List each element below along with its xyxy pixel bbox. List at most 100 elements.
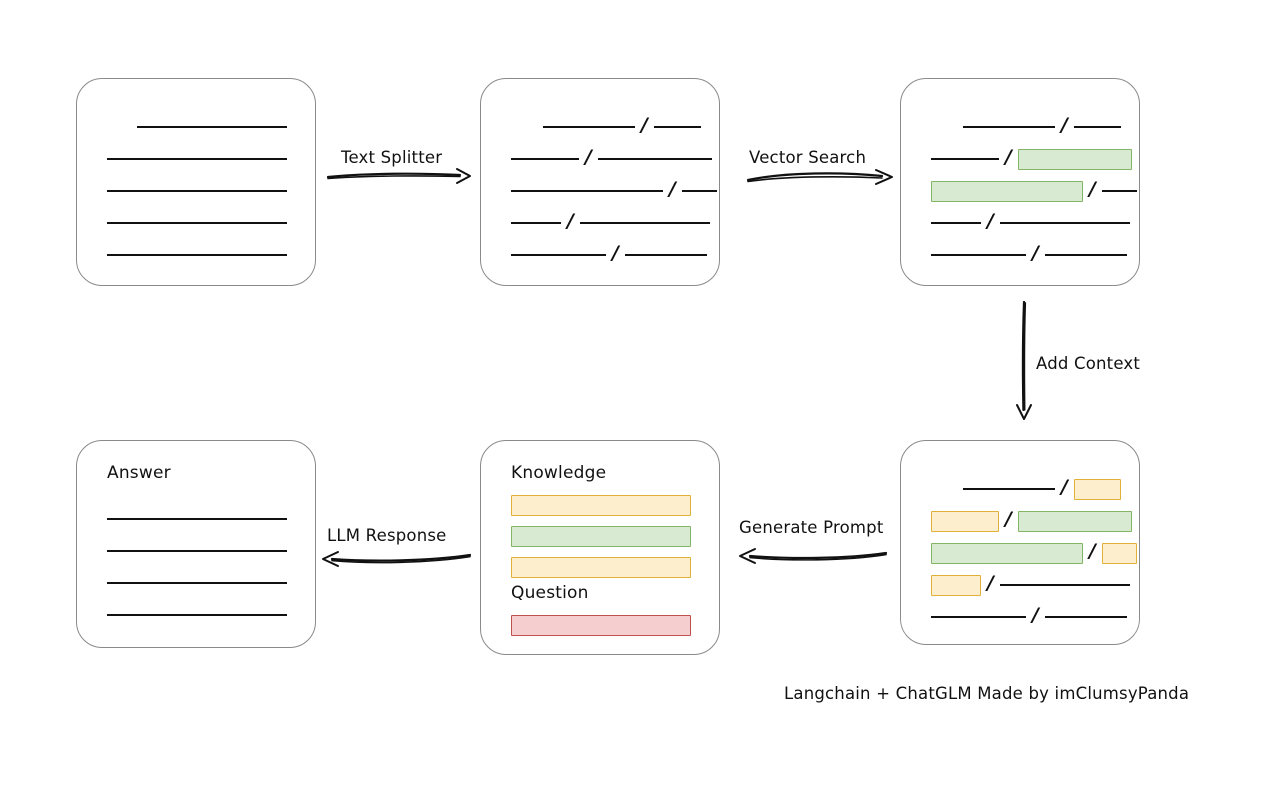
text-line <box>999 584 1130 586</box>
text-line <box>137 126 287 128</box>
chunk-separator-slash: / <box>612 241 619 264</box>
answer-label: Answer <box>107 463 171 483</box>
text-line <box>511 190 663 192</box>
chunk-separator-slash: / <box>1032 603 1039 626</box>
text-row: / <box>931 573 1130 596</box>
edge-generate-prompt-arrow <box>736 540 888 570</box>
chunk-separator-slash: / <box>1005 507 1012 530</box>
text-row <box>107 509 287 529</box>
text-row <box>107 181 287 201</box>
chunk-separator-slash: / <box>567 209 574 232</box>
text-line <box>931 158 999 160</box>
node-vector-matches[interactable]: / / / / / <box>900 78 1140 286</box>
edge-add-context-arrow <box>1008 300 1042 422</box>
node-split-chunks[interactable]: / / / / / <box>480 78 720 286</box>
context-chunks-rows: / / / / / <box>901 441 1139 644</box>
edge-text-splitter-arrow <box>326 160 474 190</box>
text-row <box>107 573 287 593</box>
text-row <box>137 117 287 137</box>
text-row <box>107 149 287 169</box>
prompt-bar-green <box>511 526 691 547</box>
highlighted-chunk-green <box>931 180 1083 202</box>
text-line <box>107 550 287 552</box>
prompt-bar-yellow <box>511 495 691 516</box>
text-line <box>653 126 701 128</box>
highlighted-chunk-yellow <box>931 574 981 596</box>
text-line <box>1073 126 1121 128</box>
edge-add-context-label: Add Context <box>1036 354 1141 373</box>
text-line <box>931 616 1026 618</box>
text-row: / <box>511 145 712 169</box>
edge-llm-response-label: LLM Response <box>327 526 447 545</box>
chunk-separator-slash: / <box>1089 177 1096 200</box>
edge-vector-search-arrow <box>746 160 894 190</box>
text-row: / <box>963 475 1121 500</box>
text-row: / <box>963 113 1121 137</box>
highlighted-chunk-green <box>1017 148 1132 170</box>
chunk-separator-slash: / <box>1005 145 1012 168</box>
text-row: / <box>511 177 717 201</box>
edge-vector-search-label: Vector Search <box>749 148 867 167</box>
text-line <box>107 190 287 192</box>
prompt-bar-yellow <box>511 557 691 578</box>
prompt-bar-red <box>511 615 691 636</box>
vector-matches-rows: / / / / / <box>901 79 1139 285</box>
chunk-separator-slash: / <box>585 145 592 168</box>
text-row: / <box>511 241 707 265</box>
arrow-right-icon <box>746 169 893 185</box>
text-line <box>1044 616 1127 618</box>
text-line <box>931 222 981 224</box>
text-row: / <box>931 177 1137 202</box>
text-line <box>511 158 579 160</box>
highlighted-chunk-green <box>1017 510 1132 532</box>
source-document-rows <box>77 79 315 285</box>
text-line <box>931 254 1026 256</box>
node-source-document[interactable] <box>76 78 316 286</box>
text-row <box>107 213 287 233</box>
text-line <box>1101 190 1137 192</box>
text-line <box>681 190 717 192</box>
text-line <box>999 222 1130 224</box>
text-row: / <box>931 211 1130 233</box>
text-row: / <box>931 145 1132 170</box>
text-row: / <box>931 539 1137 564</box>
text-line <box>107 254 287 256</box>
question-label: Question <box>511 583 589 603</box>
text-row <box>107 245 287 265</box>
text-line <box>597 158 712 160</box>
text-row: / <box>543 113 701 137</box>
edge-text-splitter-label: Text Splitter <box>341 148 443 167</box>
text-line <box>511 254 606 256</box>
chunk-separator-slash: / <box>1061 113 1068 136</box>
footer-credit: Langchain + ChatGLM Made by imClumsyPand… <box>784 684 1190 703</box>
edge-llm-response-arrow <box>320 543 472 573</box>
arrow-right-icon <box>326 168 471 184</box>
split-chunks-rows: / / / / / <box>481 79 719 285</box>
text-line <box>107 614 287 616</box>
highlighted-chunk-yellow <box>931 510 999 532</box>
text-line <box>624 254 707 256</box>
highlighted-chunk-green <box>931 542 1083 564</box>
edge-generate-prompt-label: Generate Prompt <box>739 518 884 537</box>
knowledge-label: Knowledge <box>511 463 607 483</box>
chunk-separator-slash: / <box>1089 539 1096 562</box>
node-prompt[interactable]: Knowledge Question <box>480 440 720 655</box>
text-line <box>963 488 1055 490</box>
node-answer[interactable]: Answer <box>76 440 316 648</box>
node-context-chunks[interactable]: / / / / / <box>900 440 1140 645</box>
text-line <box>107 582 287 584</box>
chunk-separator-slash: / <box>1032 241 1039 264</box>
chunk-separator-slash: / <box>641 113 648 136</box>
chunk-separator-slash: / <box>669 177 676 200</box>
text-line <box>107 158 287 160</box>
chunk-separator-slash: / <box>1061 475 1068 498</box>
answer-rows <box>77 441 315 647</box>
text-line <box>107 222 287 224</box>
arrow-down-icon <box>1016 300 1032 420</box>
text-line <box>1044 254 1127 256</box>
text-row <box>107 605 287 625</box>
text-line <box>107 518 287 520</box>
text-line <box>963 126 1055 128</box>
text-line <box>579 222 710 224</box>
text-row: / <box>931 241 1127 265</box>
